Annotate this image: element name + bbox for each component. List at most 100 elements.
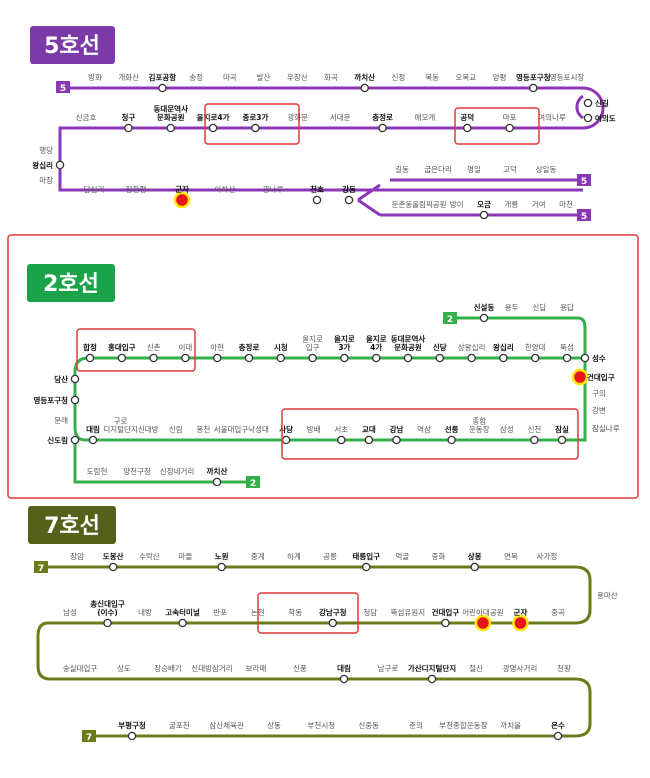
line2-badge-bottom (246, 476, 260, 488)
station-천호: 천호 (310, 184, 324, 205)
station-label: 종로3가 (242, 112, 268, 122)
station-춘의: 춘의 (409, 720, 423, 730)
station-label: 서대문 (330, 113, 351, 122)
station-label: 강변 (592, 405, 606, 415)
station-marker (360, 83, 369, 93)
station-label: 철산 (469, 663, 483, 673)
station-marker (244, 353, 254, 363)
station-광명사거리: 광명사거리 (503, 663, 538, 673)
station-천왕: 천왕 (557, 663, 571, 673)
station-label: 신촌 (147, 343, 161, 352)
station-반포: 반포 (213, 608, 227, 617)
station-marker (557, 435, 567, 445)
station-학동: 학동 (288, 607, 302, 617)
station-건대입구: 건대입구 (432, 607, 459, 628)
station-공릉: 공릉 (323, 552, 337, 561)
station-명일: 명일 (467, 164, 481, 174)
station-marker (70, 374, 80, 384)
station-marker (427, 674, 437, 684)
station-marker (127, 731, 137, 741)
station-신설동: 신설동 (474, 302, 494, 323)
station-영등포시장: 영등포시장 (550, 72, 585, 82)
station-label: 방배 (307, 424, 321, 434)
station-한양대: 한양대 (525, 343, 546, 363)
station-label: 천왕 (557, 663, 571, 673)
station-marker (108, 562, 118, 572)
station-marker (403, 353, 413, 363)
station-성수: 성수 (580, 353, 606, 363)
line7-title: 7호선 (44, 514, 100, 539)
line5-title: 5호선 (44, 34, 100, 59)
station-marker (479, 313, 489, 323)
line5-badge-left (56, 81, 70, 93)
station-label: 낙성대 (248, 424, 269, 434)
station-marker (70, 435, 80, 445)
station-label: 우장산 (287, 72, 308, 82)
station-label: 광화문 (287, 112, 308, 122)
line7-badge-top (34, 561, 48, 573)
station-충정로: 충정로 (239, 342, 259, 363)
station-marker (312, 195, 322, 205)
line7-badge-bottom (82, 730, 96, 742)
station-철산: 철산 (469, 663, 483, 673)
station-공덕: 공덕 (460, 112, 474, 133)
station-label: 공덕 (460, 112, 474, 122)
station-label: 신풍 (293, 664, 307, 673)
station-상동: 상동 (267, 720, 281, 730)
station-부천종합운동장: 부천종합운동장 (439, 720, 487, 730)
station-marker (530, 435, 539, 445)
station-마곡: 마곡 (223, 73, 237, 82)
station-청구: 청구 (121, 112, 135, 133)
station-label: 도림천 (87, 466, 108, 476)
station-marker (344, 195, 354, 205)
station-개화산: 개화산 (118, 72, 139, 82)
station-김포공항: 김포공항 (149, 72, 176, 93)
station-label: 여의나루 (538, 112, 566, 122)
station-marker (371, 353, 381, 363)
station-건대입구: 건대입구 (571, 368, 615, 386)
station-label: 청구 (121, 112, 135, 122)
station-중화: 중화 (432, 552, 446, 561)
station-marker (212, 477, 222, 487)
station-marker (149, 353, 158, 363)
station-강동: 강동 (342, 184, 356, 205)
station-양평: 양평 (493, 72, 507, 82)
station-marker (181, 353, 190, 363)
line2-badge-bottom-label: 2 (250, 479, 256, 489)
station-문래: 문래 (54, 416, 68, 425)
station-label: 보라매 (246, 664, 267, 673)
station-신대방: 신대방 (138, 424, 159, 434)
station-label: 먹골 (395, 551, 409, 561)
station-marker (158, 83, 167, 93)
station-label: 굽은다리 (424, 165, 452, 174)
station-label: 둔촌동 (392, 200, 413, 209)
station-송정: 송정 (189, 72, 203, 82)
station-시청: 시청 (274, 342, 288, 363)
station-label: 상일동 (536, 164, 557, 174)
station-label: 공릉 (323, 552, 337, 561)
station-label: 신중동 (358, 721, 379, 730)
station-label: 부천종합운동장 (439, 720, 487, 730)
station-화곡: 화곡 (324, 73, 338, 82)
station-marker (124, 123, 133, 133)
station-굽은다리: 굽은다리 (424, 165, 452, 174)
station-label: 신대방 (138, 424, 159, 434)
station-왕십리: 왕십리 (32, 160, 65, 170)
station-개롱: 개롱 (504, 199, 518, 209)
transfer-highlight-marker (512, 614, 529, 632)
line5-highlight-gongdeok (454, 107, 540, 145)
station-신중동: 신중동 (358, 721, 379, 730)
station-장승배기: 장승배기 (154, 663, 182, 673)
station-label: 가산디지털단지 (408, 663, 456, 673)
station-label: 봉천 (196, 424, 210, 434)
station-label: 을지로4가 (197, 112, 230, 122)
station-label: 뚝섬 (560, 342, 574, 352)
station-marker (281, 435, 291, 445)
station-label: 도봉산 (103, 551, 124, 561)
station-marker (88, 435, 98, 445)
